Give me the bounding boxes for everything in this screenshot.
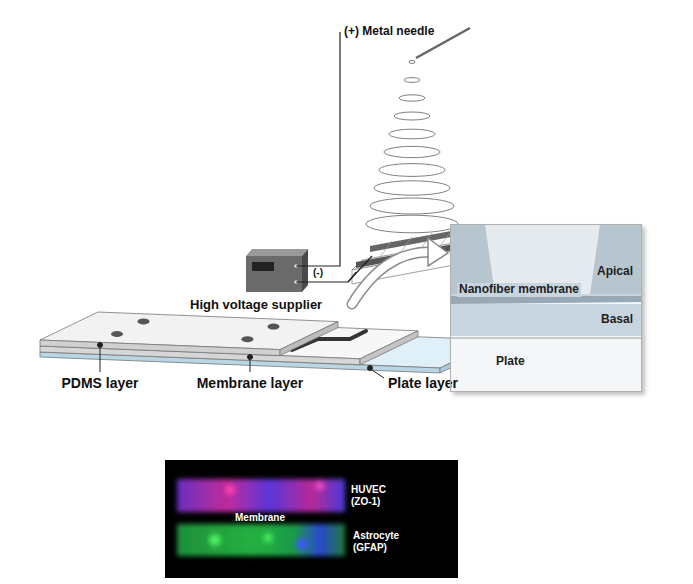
micrograph-panel: HUVEC (ZO-1) MembraneAstrocyte (GFAP): [165, 460, 458, 578]
region-label: Apical: [597, 265, 633, 279]
layer-label: Plate layer: [388, 375, 458, 391]
stain-label: Astrocyte (GFAP): [353, 530, 409, 553]
inset-illustration: [450, 224, 642, 338]
zoom-arrow: [352, 238, 448, 304]
device-label: High voltage supplier: [190, 298, 322, 313]
layer-label: PDMS layer: [61, 375, 138, 391]
stain-label: HUVEC (ZO-1): [351, 484, 397, 507]
leader-line: [98, 343, 385, 379]
membrane-label: Membrane: [235, 512, 285, 524]
region-label: Nanofiber membrane: [457, 283, 581, 297]
inset-illustration: [450, 224, 642, 392]
region-label: Basal: [601, 313, 633, 327]
layer-label: Membrane layer: [197, 375, 304, 391]
inset-panel: ApicalNanofiber membraneBasalPlate: [450, 224, 642, 392]
polarity-label: (-): [313, 267, 323, 279]
voltage-supplier: [246, 249, 308, 292]
fiber-jet: [366, 61, 458, 233]
chip: [40, 312, 498, 373]
needle-label: (+) Metal needle: [344, 25, 434, 39]
region-label: Plate: [496, 355, 525, 369]
micrograph: [165, 460, 458, 578]
wire: [296, 32, 372, 282]
